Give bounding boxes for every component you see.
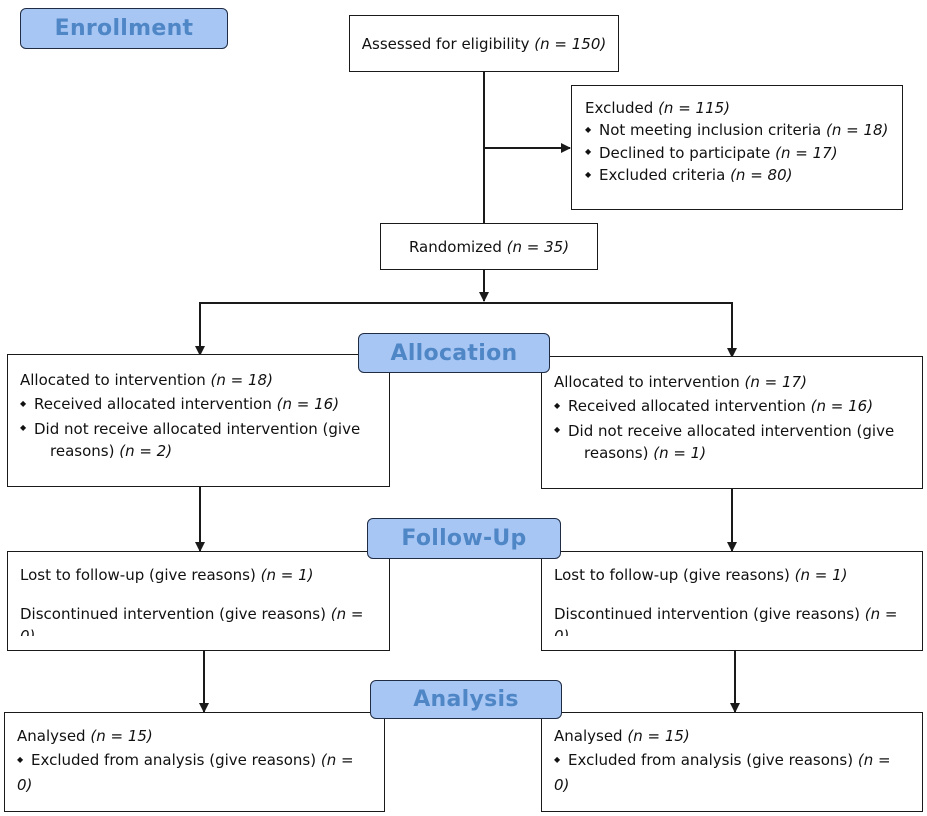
excluded-count: (n = 115): [658, 99, 731, 117]
left-lost-label: Lost to follow-up (give reasons): [20, 566, 256, 584]
left-not-received-count: (n = 2): [119, 442, 173, 460]
left-followup-box: Lost to follow-up (give reasons) (n = 1)…: [7, 551, 390, 651]
left-lost-count: (n = 1): [260, 566, 314, 584]
bullet-icon: ◆: [20, 398, 27, 408]
bullet-icon: ◆: [585, 147, 592, 156]
randomized-count: (n = 35): [506, 237, 570, 256]
bullet-icon: ◆: [554, 754, 561, 764]
left-discontinued-count: (n =: [330, 605, 364, 623]
assessed-label: Assessed for eligibility: [361, 34, 530, 53]
right-discontinued-label: Discontinued intervention (give reasons): [554, 605, 860, 623]
right-discontinued-count: (n =: [864, 605, 898, 623]
right-not-received-label: Did not receive allocated intervention (…: [568, 421, 895, 440]
left-not-received-label: Did not receive allocated intervention (…: [34, 419, 361, 438]
bullet-icon: ◆: [585, 169, 592, 179]
right-analysis-box: Analysed (n = 15) ◆ Excluded from analysi…: [541, 712, 923, 812]
excluded-item: ◆ Excluded criteria (n = 80): [585, 164, 902, 187]
right-lost-count: (n = 1): [794, 566, 848, 584]
excluded-item-label: Declined to participate: [599, 143, 771, 162]
left-excluded-analysis-count-cont: 0): [17, 775, 33, 794]
right-discontinued-count-cont: 0): [554, 627, 570, 636]
excluded-item-count: (n = 80): [730, 166, 793, 184]
right-excluded-analysis-count: (n =: [857, 751, 891, 769]
stage-analysis: Analysis: [370, 680, 562, 719]
connector-split: [199, 302, 733, 354]
left-analysed-label: Analysed: [17, 727, 86, 745]
randomized-box: Randomized (n = 35): [380, 223, 598, 270]
bullet-icon: ◆: [585, 124, 592, 134]
right-allocated-count: (n = 17): [744, 373, 807, 391]
right-allocation-box: Allocated to intervention (n = 17) ◆ Rece…: [541, 356, 923, 489]
right-excluded-analysis-count-cont: 0): [554, 775, 570, 794]
right-allocated-label: Allocated to intervention: [554, 373, 740, 391]
randomized-label: Randomized: [408, 237, 502, 256]
excluded-box: Excluded (n = 115) ◆ Not meeting inclusio…: [571, 85, 903, 210]
stage-analysis-label: Analysis: [413, 687, 519, 712]
left-excluded-analysis-count: (n =: [320, 751, 354, 769]
right-followup-box: Lost to follow-up (give reasons) (n = 1)…: [541, 551, 923, 651]
assessed-box: Assessed for eligibility (n = 150): [349, 15, 619, 72]
stage-follow-up-label: Follow-Up: [401, 526, 527, 551]
right-not-received-count: (n = 1): [653, 444, 707, 462]
left-not-received-label-cont: reasons): [50, 442, 115, 460]
excluded-item-count: (n = 18): [826, 121, 889, 139]
left-allocation-box: Allocated to intervention (n = 18) ◆ Rece…: [7, 354, 390, 487]
left-discontinued-count-cont: 0): [20, 627, 36, 636]
left-excluded-analysis-label: Excluded from analysis (give reasons): [31, 751, 317, 769]
bullet-icon: ◆: [554, 400, 561, 410]
assessed-count: (n = 150): [534, 34, 607, 53]
excluded-item: ◆ Declined to participate (n = 17): [585, 142, 902, 165]
excluded-item-count: (n = 17): [775, 143, 838, 162]
left-allocated-count: (n = 18): [210, 371, 273, 389]
stage-allocation: Allocation: [358, 333, 550, 373]
stage-follow-up: Follow-Up: [367, 518, 561, 559]
right-excluded-analysis-label: Excluded from analysis (give reasons): [568, 751, 854, 769]
excluded-label: Excluded: [585, 99, 654, 117]
right-received-label: Received allocated intervention: [568, 397, 806, 415]
right-received-count: (n = 16): [810, 397, 874, 415]
right-lost-label: Lost to follow-up (give reasons): [554, 566, 790, 584]
excluded-item-label: Excluded criteria: [599, 166, 726, 184]
right-analysed-label: Analysed: [554, 727, 623, 745]
stage-enrollment-label: Enrollment: [54, 16, 194, 41]
stage-enrollment: Enrollment: [20, 8, 228, 49]
bullet-icon: ◆: [20, 423, 27, 432]
excluded-item-label: Not meeting inclusion criteria: [599, 121, 822, 139]
stage-allocation-label: Allocation: [390, 340, 518, 366]
bullet-icon: ◆: [554, 425, 561, 434]
left-received-label: Received allocated intervention: [34, 395, 272, 413]
left-analysis-box: Analysed (n = 15) ◆ Excluded from analysi…: [4, 712, 385, 812]
bullet-icon: ◆: [17, 754, 24, 764]
right-not-received-label-cont: reasons): [584, 444, 649, 462]
excluded-item: ◆ Not meeting inclusion criteria (n = 18): [585, 119, 902, 142]
left-received-count: (n = 16): [276, 395, 340, 413]
left-allocated-label: Allocated to intervention: [20, 371, 206, 389]
left-discontinued-label: Discontinued intervention (give reasons): [20, 605, 326, 623]
right-analysed-count: (n = 15): [627, 727, 690, 745]
left-analysed-count: (n = 15): [90, 727, 153, 745]
